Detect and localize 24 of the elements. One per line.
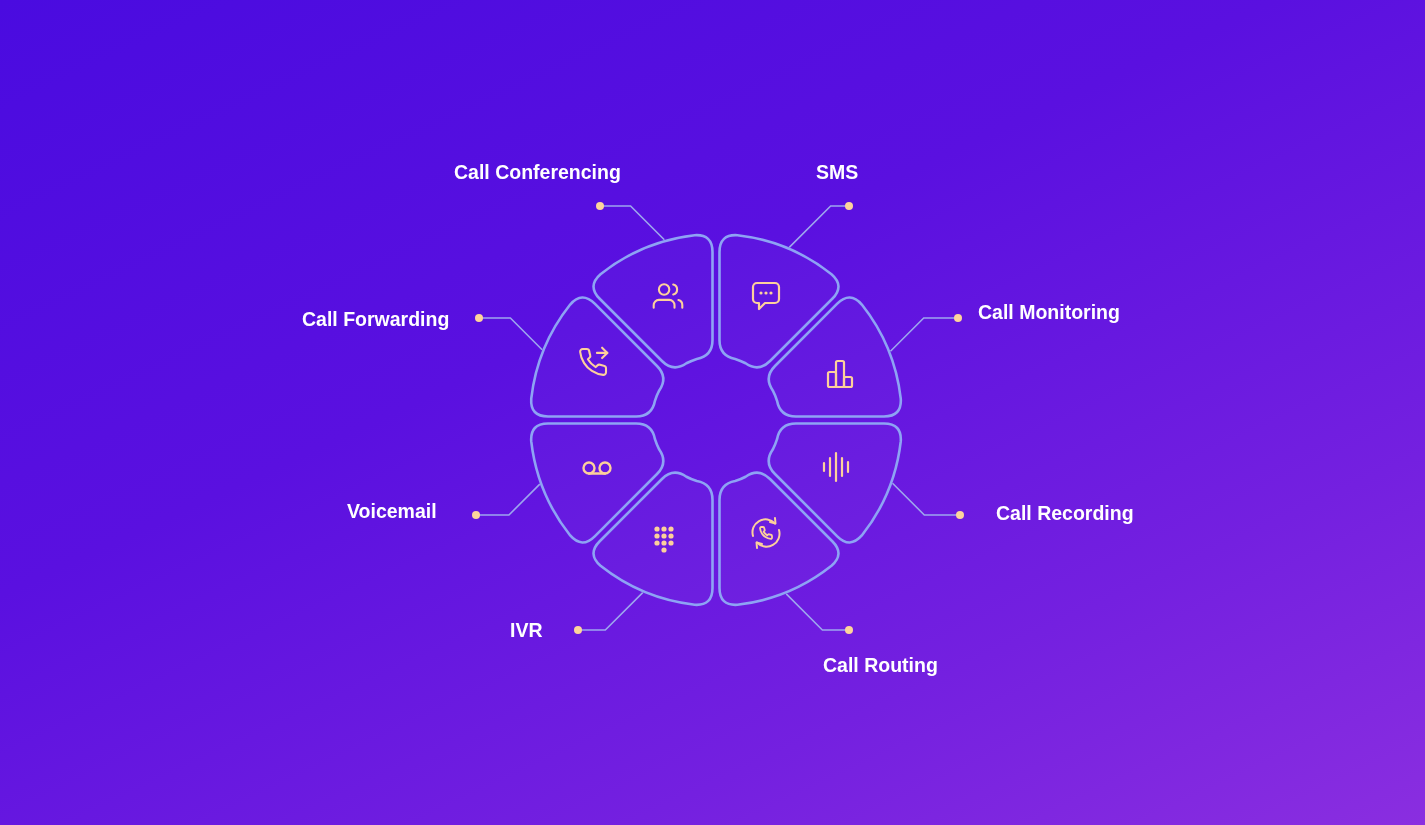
leader-line	[889, 314, 962, 353]
feature-label: Call Conferencing	[454, 160, 621, 184]
ring-segment	[592, 233, 714, 369]
leader-line	[472, 483, 541, 519]
ring-segment	[718, 233, 840, 369]
ring-segment	[529, 422, 665, 544]
ring-segment	[718, 471, 840, 607]
ring-segment	[592, 471, 714, 607]
feature-label: Call Routing	[823, 653, 938, 677]
feature-label: Call Recording	[996, 501, 1134, 525]
feature-label: SMS	[816, 160, 859, 184]
feature-label: Call Forwarding	[302, 307, 450, 331]
leader-line	[475, 314, 543, 351]
leader-line	[891, 482, 964, 519]
leader-line	[785, 593, 853, 634]
ring-segment	[529, 296, 665, 418]
ring-segment	[767, 296, 903, 418]
leader-line	[788, 202, 853, 249]
feature-label: Call Monitoring	[978, 300, 1120, 324]
feature-label: Voicemail	[347, 499, 437, 523]
leader-line	[574, 591, 644, 634]
leader-line	[596, 202, 666, 241]
feature-label: IVR	[510, 618, 543, 642]
ring-segment	[767, 422, 903, 544]
